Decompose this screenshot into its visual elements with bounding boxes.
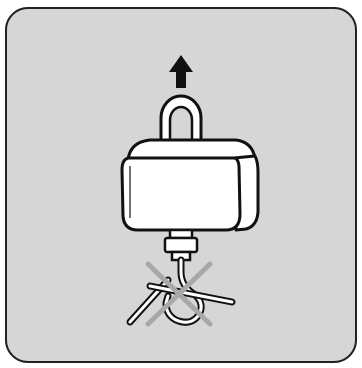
scale-body [122, 140, 258, 230]
